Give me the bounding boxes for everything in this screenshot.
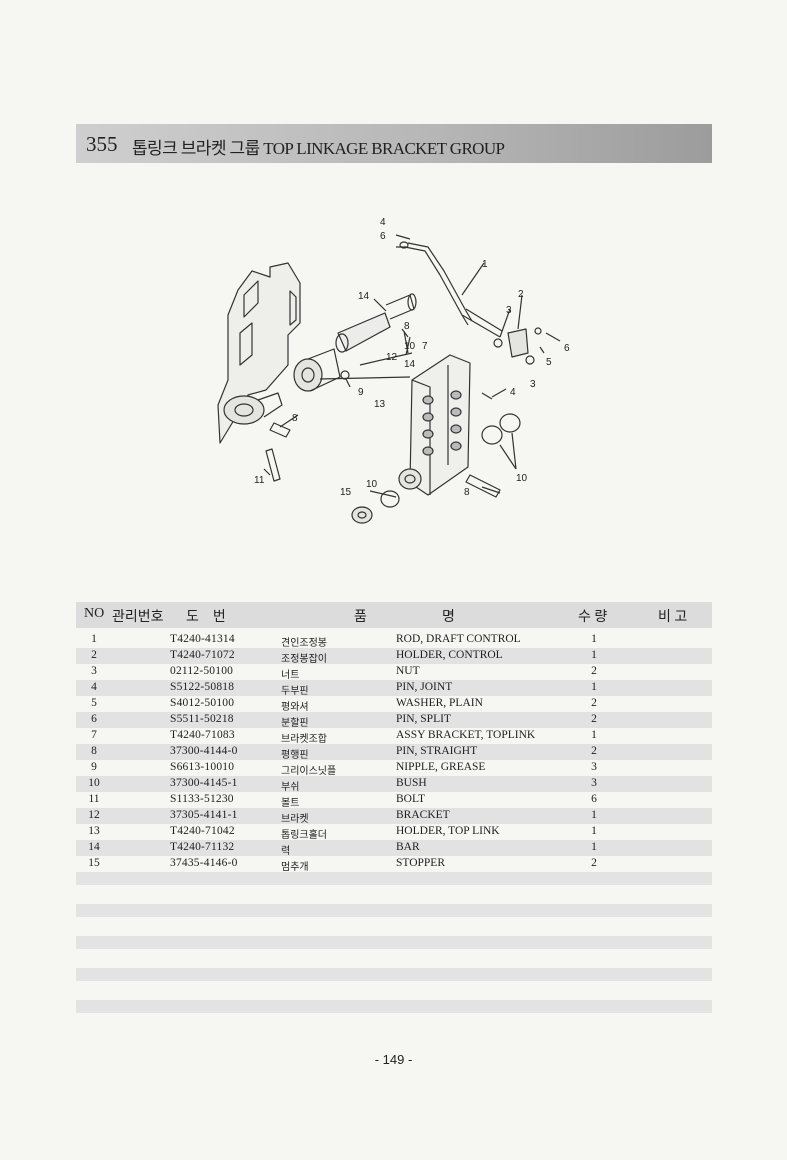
col-drawing-no: 도 번 bbox=[186, 610, 226, 625]
section-header: 355 톱링크 브라켓 그룹 TOP LINKAGE BRACKET GROUP bbox=[76, 124, 712, 163]
blank-row bbox=[76, 1000, 712, 1013]
bar bbox=[337, 312, 391, 352]
svg-text:8: 8 bbox=[464, 487, 470, 498]
bush-2 bbox=[380, 490, 400, 508]
col-mgmt-no: 관리번호 bbox=[112, 610, 164, 625]
svg-text:2: 2 bbox=[518, 289, 524, 300]
bracket-cylinder bbox=[293, 358, 323, 392]
section-number: 355 bbox=[86, 132, 118, 156]
svg-text:8: 8 bbox=[404, 321, 410, 332]
svg-text:10: 10 bbox=[366, 479, 378, 490]
blank-row bbox=[76, 968, 712, 981]
svg-text:6: 6 bbox=[380, 231, 386, 242]
draft-control-rod bbox=[404, 246, 469, 326]
page-number: - 149 - bbox=[374, 1052, 413, 1067]
bush-3 bbox=[481, 425, 503, 445]
blank-row bbox=[76, 936, 712, 949]
col-name-b: 명 bbox=[442, 610, 455, 625]
col-no: NO bbox=[84, 606, 105, 621]
blank-row bbox=[76, 872, 712, 885]
col-name-a: 품 bbox=[354, 610, 367, 625]
svg-text:13: 13 bbox=[374, 399, 386, 410]
parts-diagram: 4 6 1 2 3 6 5 3 4 14 8 10 7 12 14 9 13 8… bbox=[217, 217, 570, 524]
bush-1 bbox=[398, 468, 422, 490]
left-boss bbox=[223, 395, 265, 425]
callout-labels: 4 6 1 2 3 6 5 3 4 14 8 10 7 12 14 9 13 8… bbox=[254, 217, 570, 498]
svg-text:5: 5 bbox=[546, 357, 552, 368]
svg-text:9: 9 bbox=[358, 387, 364, 398]
bolt bbox=[265, 448, 281, 482]
control-holder bbox=[507, 328, 529, 358]
pin-8b bbox=[269, 422, 291, 438]
svg-text:10: 10 bbox=[516, 473, 528, 484]
bracket-holes bbox=[422, 390, 462, 456]
svg-text:10: 10 bbox=[404, 341, 416, 352]
svg-text:3: 3 bbox=[506, 305, 512, 316]
svg-text:12: 12 bbox=[386, 352, 398, 363]
stopper bbox=[351, 506, 373, 524]
pin-8a bbox=[465, 474, 501, 498]
svg-text:7: 7 bbox=[422, 341, 428, 352]
svg-text:4: 4 bbox=[510, 387, 516, 398]
svg-text:14: 14 bbox=[358, 291, 370, 302]
svg-text:15: 15 bbox=[340, 487, 352, 498]
svg-text:8: 8 bbox=[292, 413, 298, 424]
section-title: 톱링크 브라켓 그룹 TOP LINKAGE BRACKET GROUP bbox=[132, 139, 505, 158]
svg-text:4: 4 bbox=[380, 217, 386, 228]
col-remarks: 비 고 bbox=[658, 610, 688, 625]
svg-text:11: 11 bbox=[254, 475, 265, 486]
col-qty: 수 량 bbox=[578, 610, 608, 625]
table-header: NO 관리번호 도 번 품 명 수 량 비 고 bbox=[76, 602, 712, 628]
blank-row bbox=[76, 904, 712, 917]
svg-text:1: 1 bbox=[482, 259, 488, 270]
svg-text:6: 6 bbox=[564, 343, 570, 354]
svg-text:3: 3 bbox=[530, 379, 536, 390]
svg-text:14: 14 bbox=[404, 359, 416, 370]
